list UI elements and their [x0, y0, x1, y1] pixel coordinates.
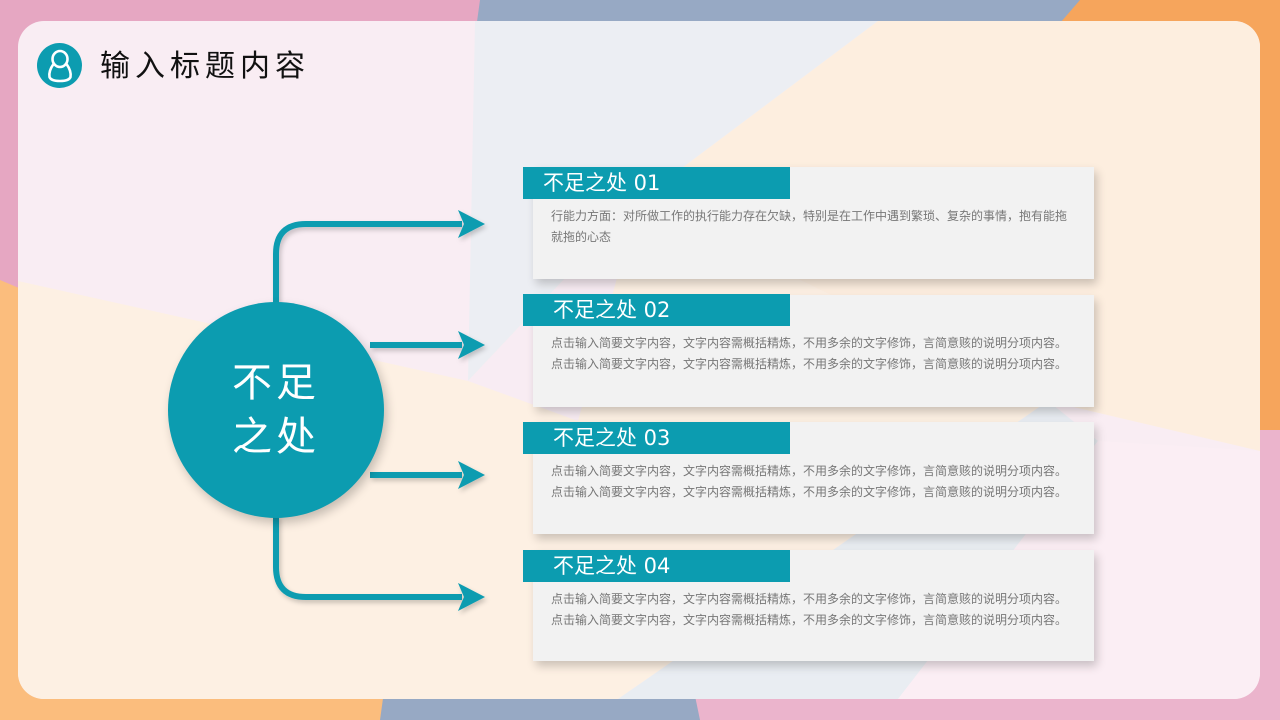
arrow-head-1 — [458, 210, 485, 238]
card-3-label: 不足之处 03 — [523, 422, 790, 454]
arrow-head-4 — [458, 583, 485, 611]
card-4-text: 点击输入简要文字内容，文字内容需概括精炼，不用多余的文字修饰，言简意赅的说明分项… — [551, 592, 1068, 627]
card-3-text: 点击输入简要文字内容，文字内容需概括精炼，不用多余的文字修饰，言简意赅的说明分项… — [551, 464, 1068, 499]
arrow-head-2 — [458, 331, 485, 359]
arrow-head-3 — [458, 461, 485, 489]
card-4-label: 不足之处 04 — [523, 550, 790, 582]
card-2-label: 不足之处 02 — [523, 294, 790, 326]
card-1-text: 行能力方面：对所做工作的执行能力存在欠缺，特别是在工作中遇到繁琐、复杂的事情，抱… — [551, 209, 1068, 244]
page-title: 输入标题内容 — [100, 49, 310, 84]
hub-label-line-1: 不足 — [232, 360, 320, 406]
user-icon — [37, 43, 82, 88]
hub-label-line-2: 之处 — [232, 414, 320, 460]
card-1-label: 不足之处 01 — [523, 167, 790, 199]
hub-circle: 不足 之处 — [168, 302, 384, 518]
card-2-text: 点击输入简要文字内容，文字内容需概括精炼，不用多余的文字修饰，言简意赅的说明分项… — [551, 336, 1068, 371]
